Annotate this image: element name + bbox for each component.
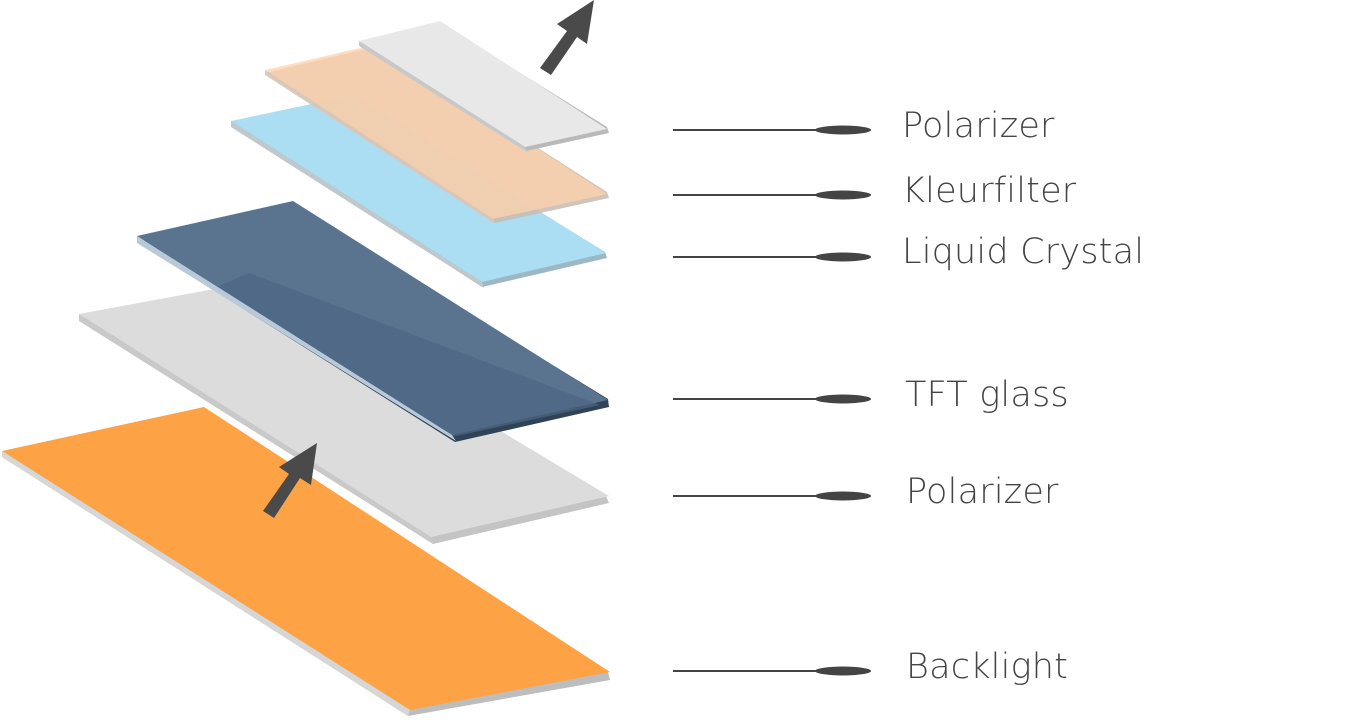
leader-line-polarizer-top	[673, 125, 871, 135]
leader-line-polarizer-bottom	[673, 491, 871, 501]
leader-line-tft-glass	[673, 394, 871, 404]
label-backlight: Backlight	[906, 647, 1069, 687]
label-polarizer-top: Polarizer	[902, 106, 1055, 146]
light-direction-arrow-bottom	[263, 443, 317, 518]
light-direction-arrow-top	[540, 0, 594, 75]
leader-line-liquid-crystal	[673, 252, 871, 262]
polarizer-bottom-layer	[79, 282, 609, 544]
leader-line-backlight	[673, 666, 871, 676]
polarizer-top-layer	[359, 21, 609, 152]
kleurfilter-layer	[265, 44, 609, 224]
label-liquid-crystal: Liquid Crystal	[902, 232, 1145, 272]
label-tft-glass: TFT glass	[905, 375, 1069, 415]
backlight-layer	[2, 407, 610, 716]
liquid-crystal-layer	[231, 95, 607, 288]
tft-glass-layer	[137, 201, 609, 442]
label-kleurfilter: Kleurfilter	[902, 171, 1077, 211]
leader-line-kleurfilter	[673, 190, 871, 200]
label-polarizer-bottom: Polarizer	[906, 472, 1059, 512]
